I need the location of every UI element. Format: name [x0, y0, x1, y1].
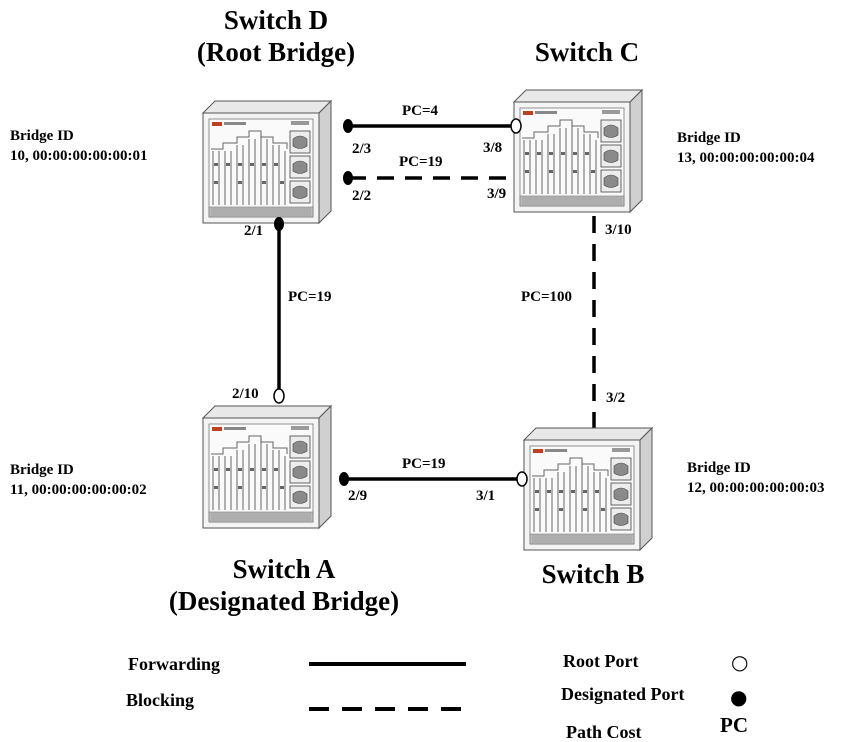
port-label-3-9: 3/9	[487, 186, 506, 202]
port-label-3-8: 3/8	[483, 140, 502, 156]
switch-d-name: Switch D	[224, 5, 328, 35]
switch-d-bridge-id-label: Bridge ID	[10, 128, 74, 144]
link-a-b-cost: PC=19	[402, 456, 446, 472]
port-label-3-2: 3/2	[606, 390, 625, 406]
switch-c-name: Switch C	[535, 37, 639, 67]
root-port-marker	[273, 388, 285, 404]
switch-d-bridge-id: 10, 00:00:00:00:00:01	[10, 148, 147, 164]
switch-d-role: (Root Bridge)	[197, 37, 355, 67]
link-d-c-top-cost: PC=4	[402, 103, 439, 119]
switch-a-bridge-id: 11, 00:00:00:00:00:02	[10, 482, 147, 498]
legend-blocking-label: Blocking	[126, 690, 194, 710]
designated-port-legend-icon: ●	[730, 685, 747, 709]
designated-port-marker	[274, 217, 284, 231]
switch-a-bridge-id-label: Bridge ID	[10, 462, 74, 478]
legend-root-port-label: Root Port	[563, 651, 638, 671]
switch-b-bridge-id: 12, 00:00:00:00:00:03	[687, 480, 824, 496]
link-c-b-cost: PC=100	[521, 289, 572, 305]
port-label-2-2: 2/2	[352, 188, 371, 204]
port-label-3-1: 3/1	[476, 488, 495, 504]
legend-designated-port-label: Designated Port	[561, 684, 684, 704]
port-label-2-9: 2/9	[348, 488, 367, 504]
switch-d-chassis	[202, 100, 332, 224]
switch-b-chassis	[523, 427, 653, 551]
port-label-2-1: 2/1	[244, 223, 263, 239]
port-label-2-10: 2/10	[232, 386, 259, 402]
legend-path-cost-abbr: PC	[720, 713, 748, 737]
switch-a-name: Switch A	[233, 554, 336, 584]
switch-c-bridge-id: 13, 00:00:00:00:00:04	[677, 150, 815, 166]
root-port-marker	[510, 118, 522, 134]
port-label-3-10: 3/10	[605, 222, 632, 238]
designated-port-marker	[343, 171, 353, 185]
designated-port-marker	[339, 472, 349, 486]
switch-a-role: (Designated Bridge)	[169, 586, 399, 616]
link-d-c-bottom-cost: PC=19	[399, 154, 443, 170]
legend: Forwarding Blocking Root Port ○ Designat…	[126, 650, 748, 742]
legend-path-cost-label: Path Cost	[566, 722, 642, 742]
link-d-a-cost: PC=19	[288, 289, 332, 305]
port-label-2-3: 2/3	[352, 141, 371, 157]
switch-b-name: Switch B	[542, 559, 645, 589]
switch-a-chassis	[202, 405, 332, 529]
switch-b-bridge-id-label: Bridge ID	[687, 460, 751, 476]
legend-forwarding-label: Forwarding	[128, 654, 220, 674]
switch-c-chassis	[513, 89, 643, 213]
root-port-legend-icon: ○	[731, 650, 748, 674]
designated-port-marker	[343, 119, 353, 133]
switch-c-bridge-id-label: Bridge ID	[677, 130, 741, 146]
root-port-marker	[516, 471, 528, 487]
